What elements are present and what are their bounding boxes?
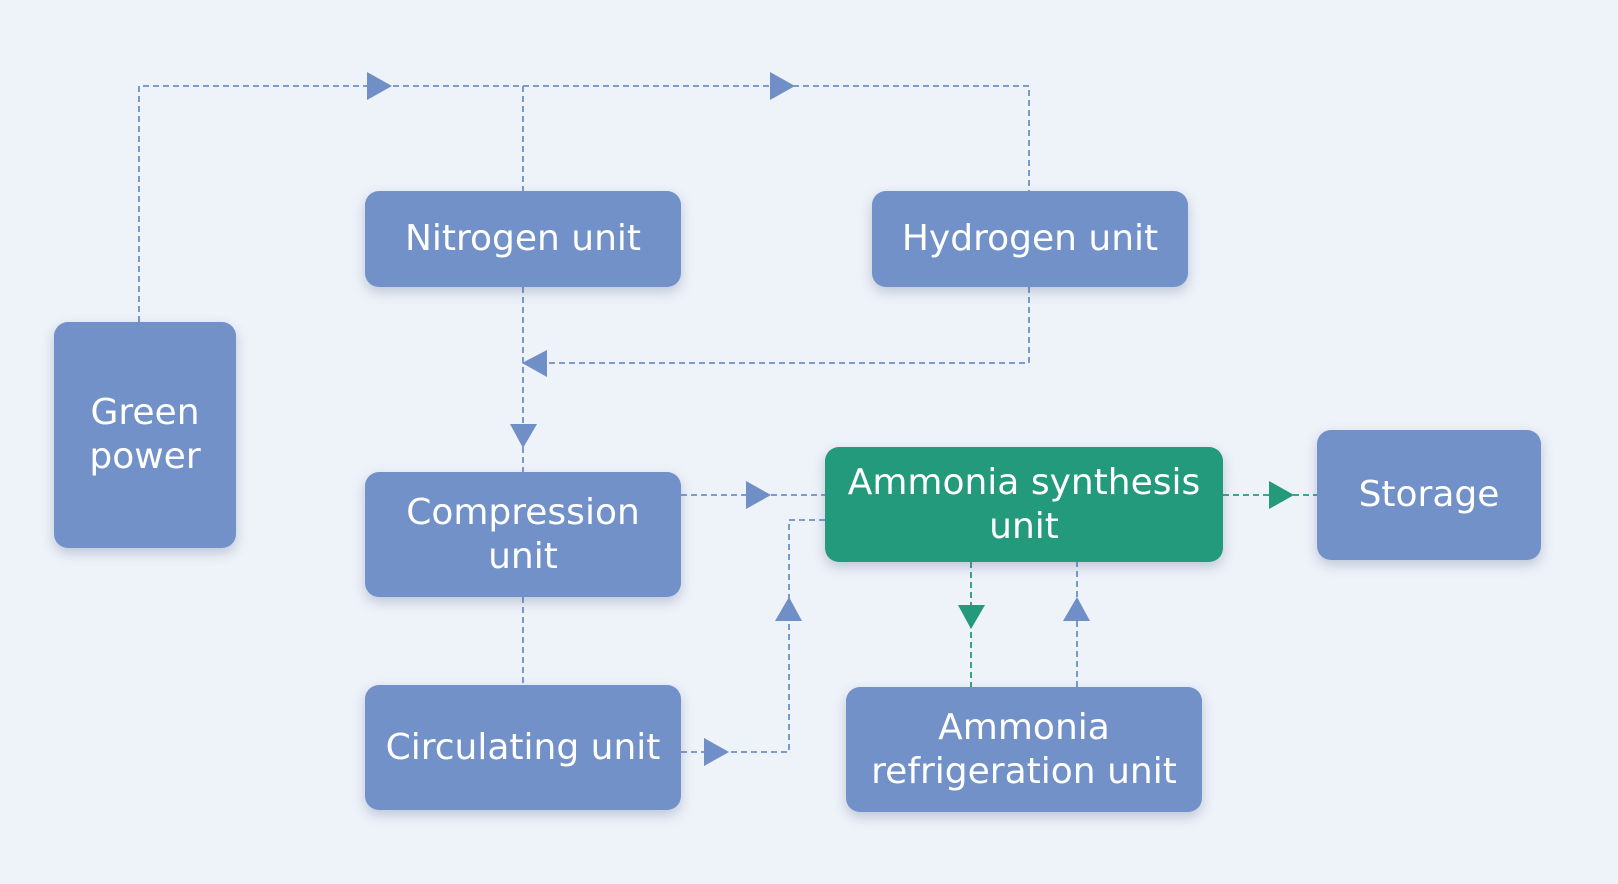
arrow-up-from-refrigeration: [1063, 597, 1090, 621]
nitrogen-unit-label: Nitrogen unit: [404, 218, 642, 260]
storage-label: Storage: [1358, 474, 1500, 516]
arrow-right-top-right: [770, 72, 795, 100]
storage-node[interactable]: Storage: [1317, 430, 1541, 560]
arrow-right-top-left: [367, 72, 392, 100]
connector-green-power-to-units: [138, 85, 1030, 322]
connector-hydrogen-to-compression: [523, 287, 1030, 364]
arrow-down-into-refrigeration: [958, 605, 985, 629]
arrow-right-into-synthesis: [746, 481, 771, 509]
nitrogen-unit-node[interactable]: Nitrogen unit: [365, 191, 681, 287]
ammonia-refrigeration-unit-node[interactable]: Ammonia refrigeration unit: [846, 687, 1202, 812]
ammonia-synthesis-unit-label: Ammonia synthesis unit: [847, 461, 1201, 547]
hydrogen-unit-node[interactable]: Hydrogen unit: [872, 191, 1188, 287]
green-power-label: Green power: [89, 392, 201, 477]
hydrogen-unit-label: Hydrogen unit: [901, 218, 1159, 260]
arrow-right-into-storage: [1269, 481, 1294, 509]
compression-unit-node[interactable]: Compression unit: [365, 472, 681, 597]
arrow-right-from-circulating: [704, 738, 729, 766]
circulating-unit-node[interactable]: Circulating unit: [365, 685, 681, 810]
circulating-unit-label: Circulating unit: [385, 726, 661, 768]
green-power-node[interactable]: Green power: [54, 322, 236, 548]
ammonia-refrigeration-unit-label: Ammonia refrigeration unit: [871, 706, 1177, 792]
connector-circulating-to-synthesis: [681, 519, 825, 753]
compression-unit-label: Compression unit: [406, 491, 640, 577]
arrow-down-into-compression: [510, 424, 537, 448]
arrow-up-into-synthesis: [775, 597, 802, 621]
ammonia-synthesis-unit-node[interactable]: Ammonia synthesis unit: [825, 447, 1223, 562]
arrow-left-into-feed: [522, 350, 547, 377]
